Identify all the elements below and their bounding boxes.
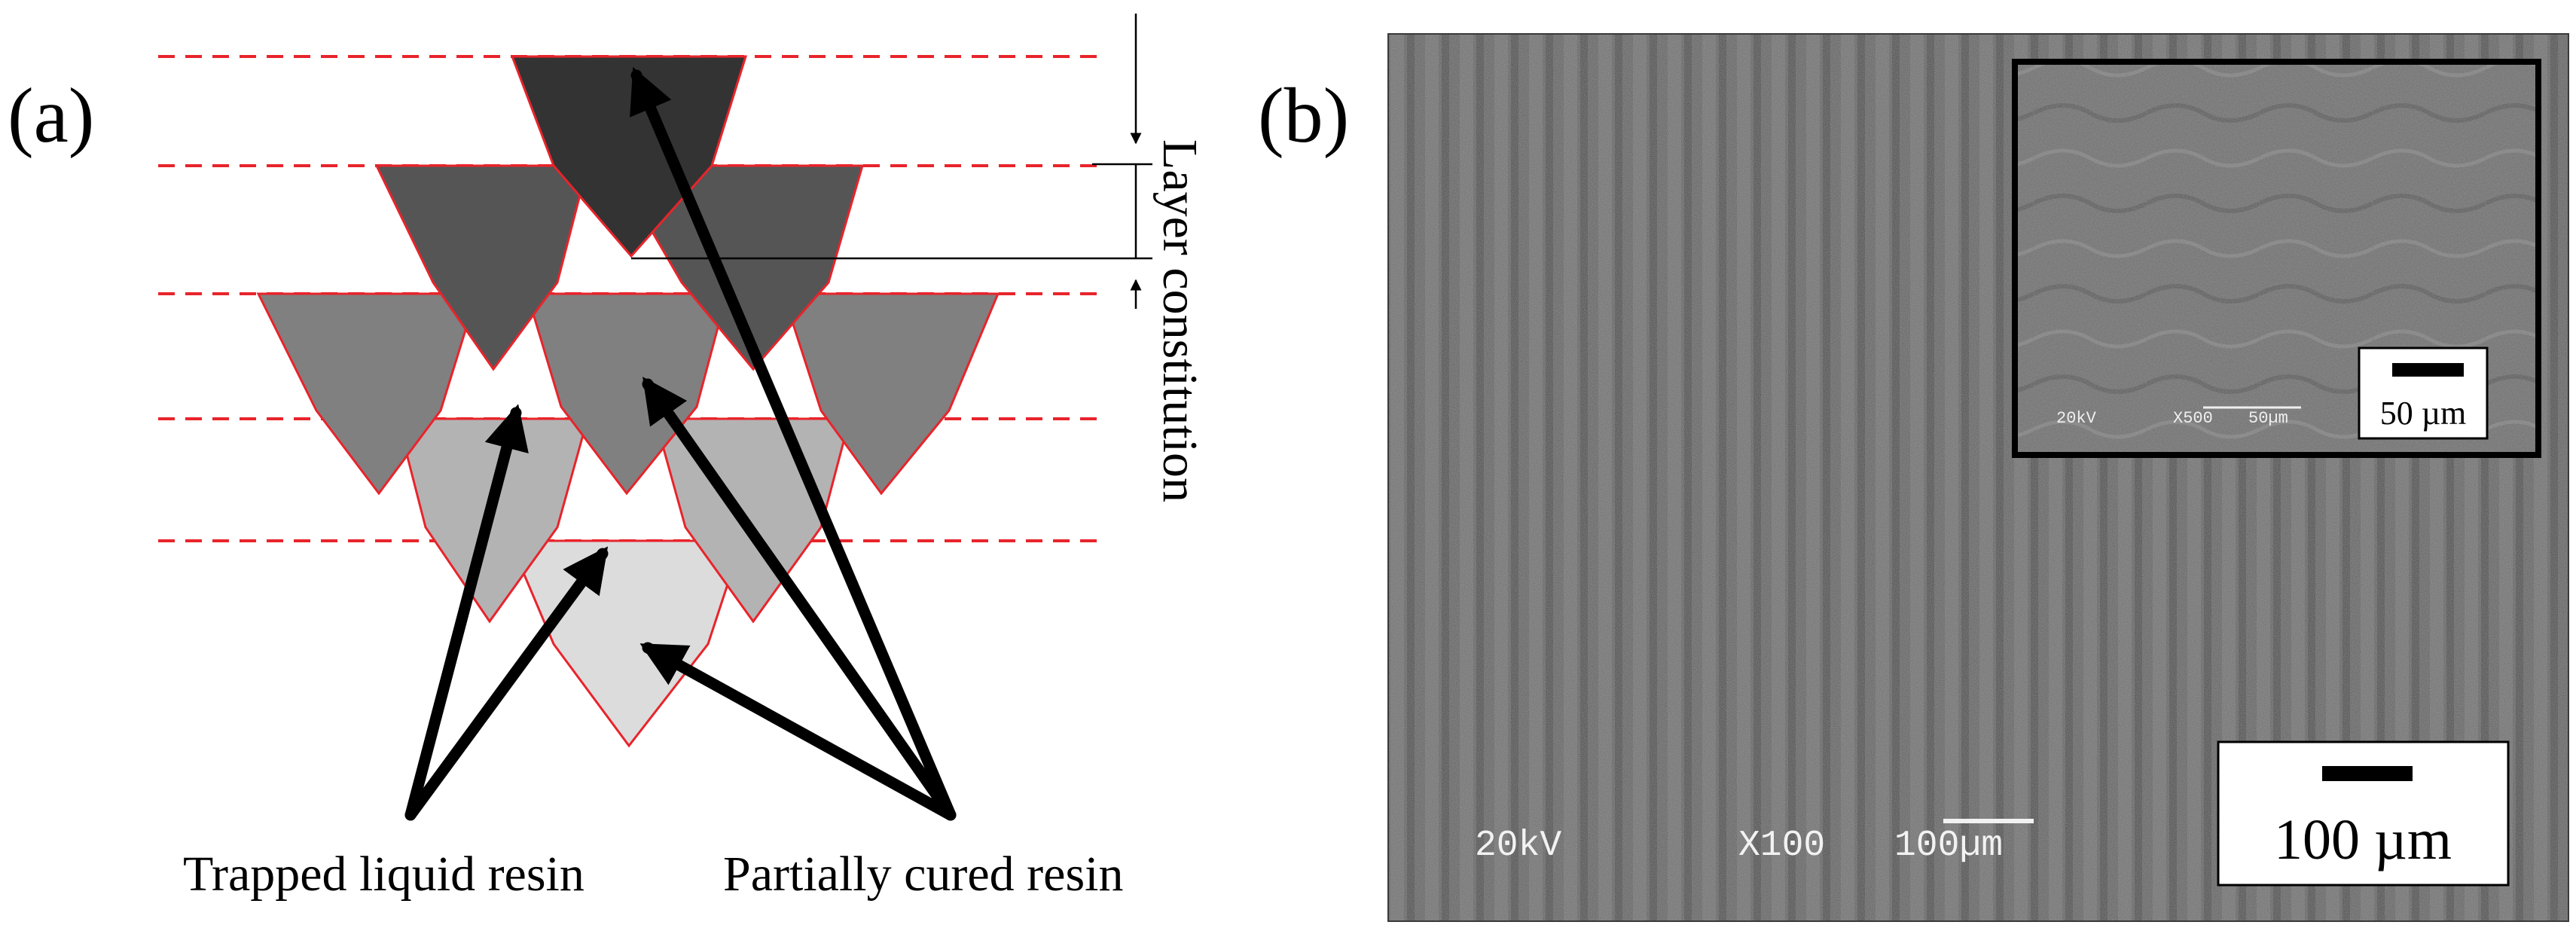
partial-resin-label: Partially cured resin [723, 847, 1123, 902]
main-magnification-text: X100 [1738, 826, 1825, 866]
arrow-partial-1 [639, 642, 957, 821]
panel-b: (b) 20kV X100 100µm 100 µm 20kV X500 50µ… [1258, 33, 2569, 922]
layer-constitution-label: Layer constitution [1152, 139, 1207, 502]
drop-layer2-right [612, 164, 864, 371]
panel-b-label: (b) [1258, 72, 1349, 159]
main-scale-bar [2322, 766, 2413, 781]
arrow-partial-3 [630, 66, 957, 821]
arrow-partial-2 [642, 377, 957, 821]
drop-layer5 [508, 539, 744, 748]
main-scale-label: 100 µm [2274, 808, 2452, 871]
main-sem-scale-text: 100µm [1894, 826, 2003, 866]
trapped-resin-label: Trapped liquid resin [183, 847, 584, 902]
resin-drops [256, 55, 1000, 748]
drop-layer1 [510, 55, 748, 258]
sem-inset-micrograph: 20kV X500 50µm 50 µm [2012, 59, 2541, 458]
inset-sem-scale-text: 50µm [2248, 409, 2288, 428]
arrow-trapped-1 [404, 404, 529, 821]
inset-voltage-text: 20kV [2056, 409, 2097, 428]
inset-magnification-text: X500 [2173, 409, 2213, 428]
panel-a-label: (a) [8, 72, 94, 159]
inset-scale-box: 50 µm [2358, 346, 2489, 440]
drop-layer2-left [374, 164, 589, 371]
arrow-trapped-2 [404, 546, 609, 821]
inset-scale-bar [2392, 363, 2464, 377]
inset-scale-label: 50 µm [2380, 395, 2467, 432]
panel-a: (a) [8, 14, 1207, 902]
main-scale-box: 100 µm [2217, 740, 2510, 887]
main-voltage-text: 20kV [1475, 826, 1561, 866]
arrows [404, 66, 957, 821]
drop-layer3-right [781, 292, 1000, 496]
